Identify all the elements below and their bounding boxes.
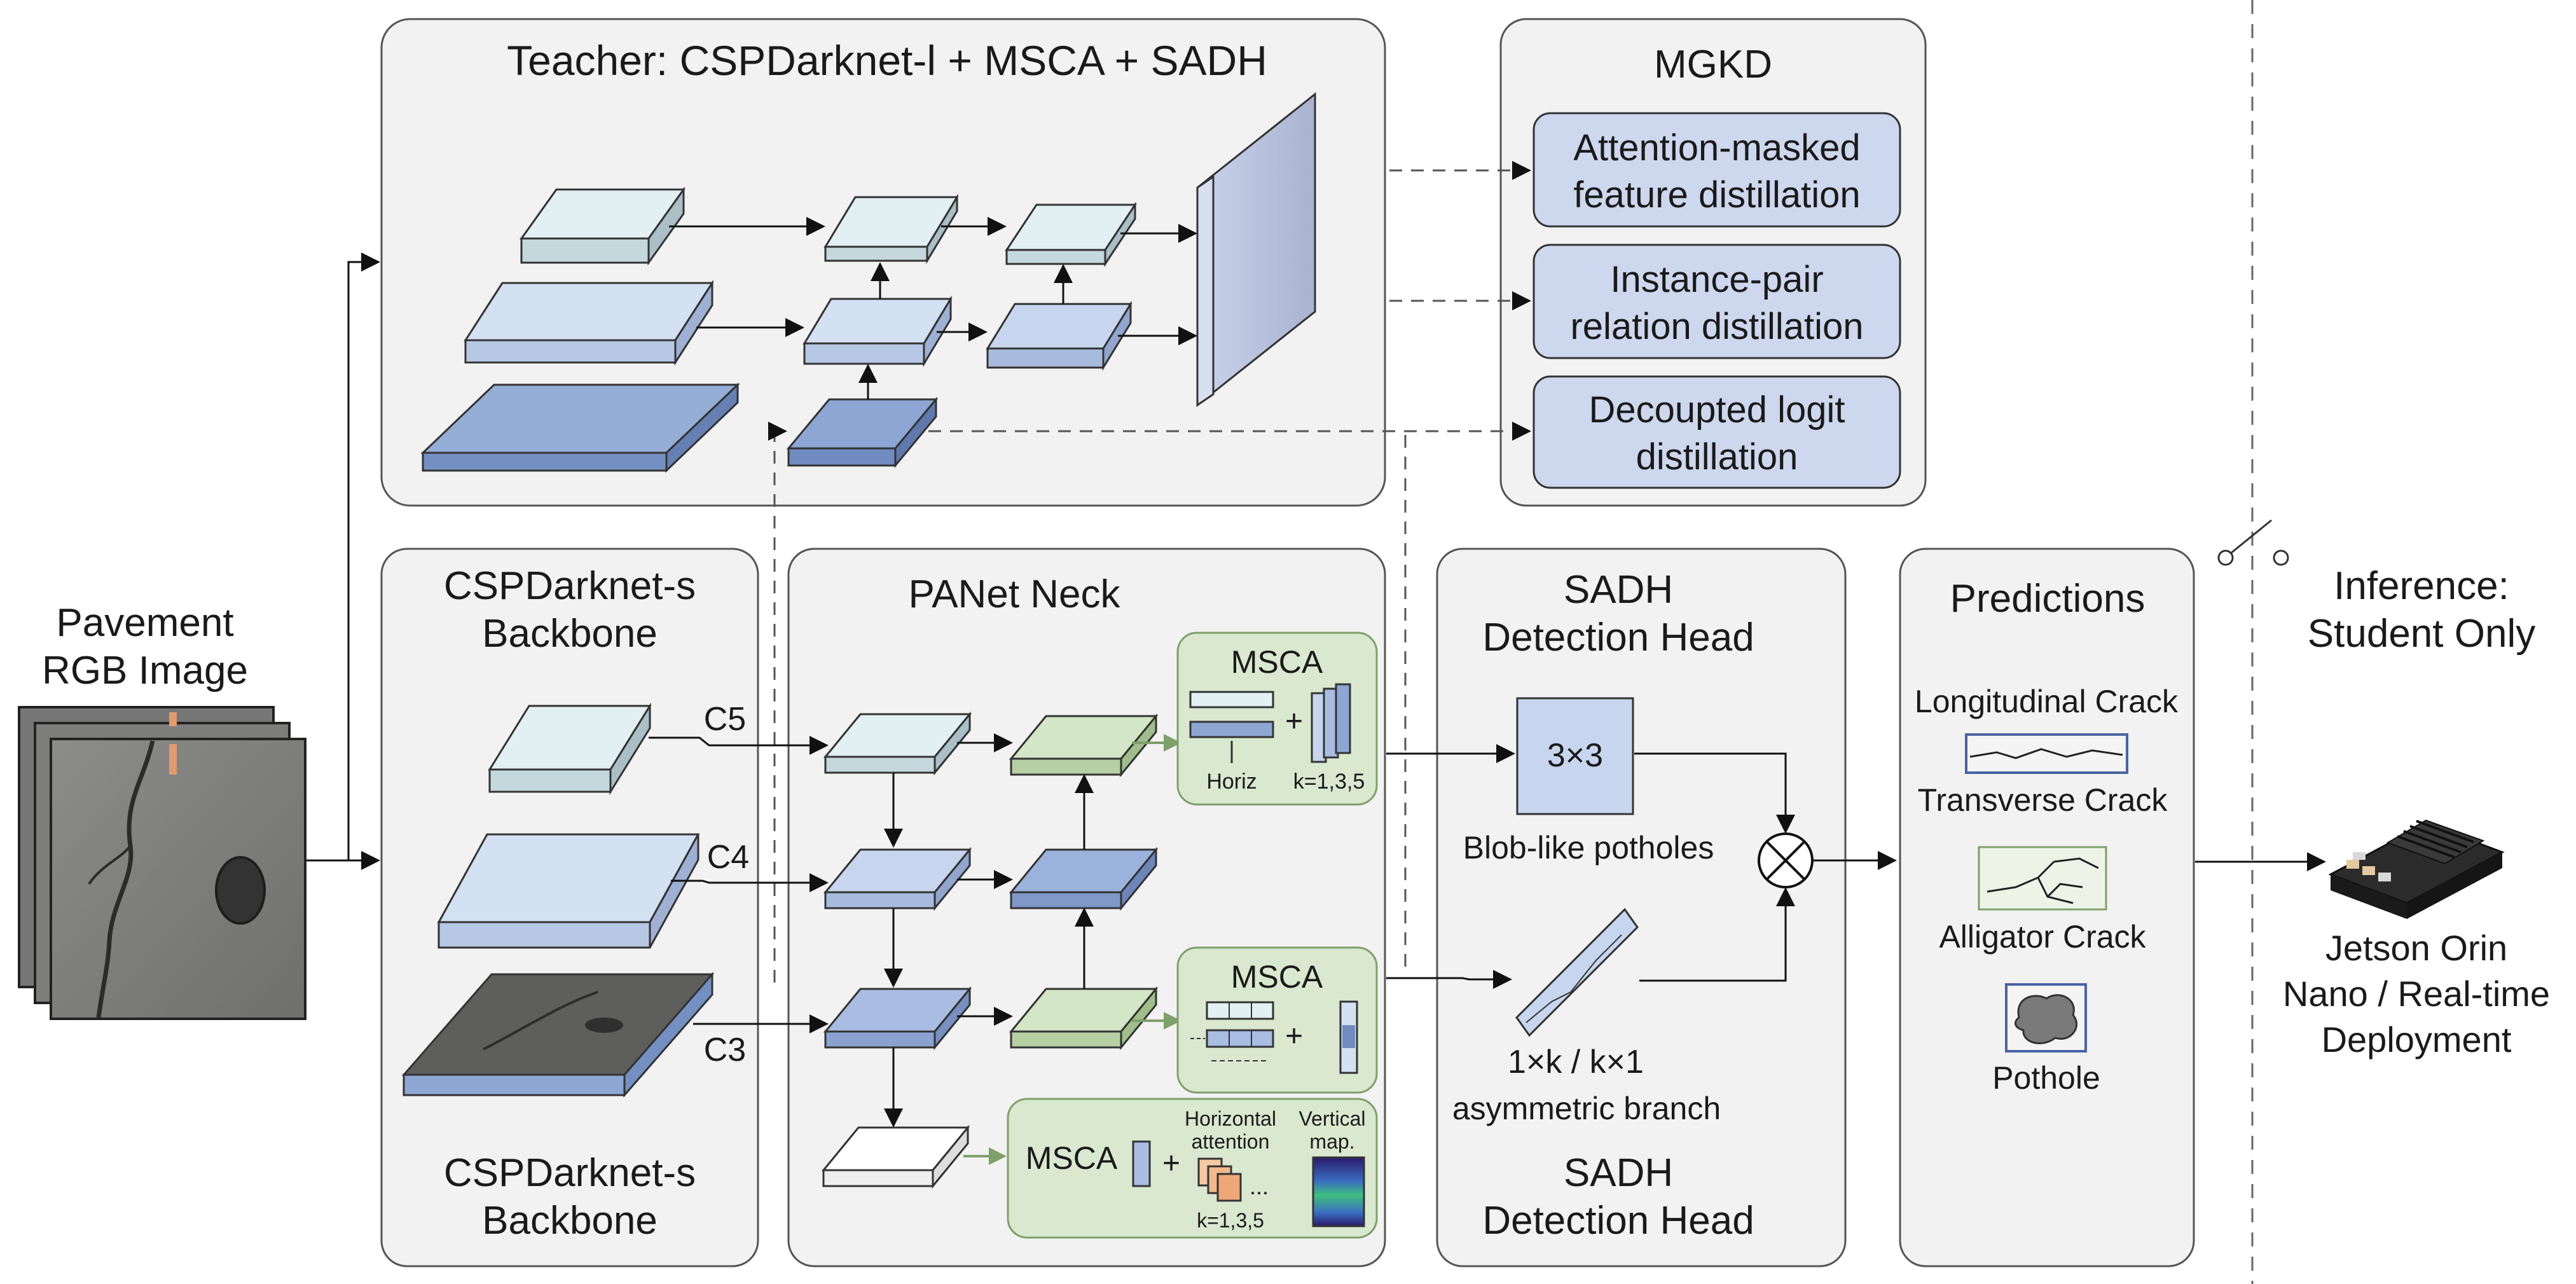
deploy-line2: Nano / Real-time (2283, 974, 2550, 1014)
backbone-title-line2: Backbone (482, 612, 658, 656)
msca-plus: + (1285, 1019, 1303, 1053)
mgkd-item-label: Decoupted logit (1588, 389, 1845, 431)
msca-caption-horiz: Horiz (1206, 770, 1257, 794)
teacher-title: Teacher: CSPDarknet-l + MSCA + SADH (507, 37, 1267, 84)
teacher-arrows (669, 217, 1197, 399)
msca-module-bottom: MSCA + Horizontal attention ... k=1,3,5 … (1007, 1098, 1378, 1239)
deploy-line3: Deployment (2322, 1019, 2512, 1060)
msca-horiz-caption-1: Horizontal (1185, 1107, 1276, 1130)
head-arrows (1634, 752, 1897, 982)
asymmetric-kernel (1515, 908, 1639, 1037)
msca-module-top: MSCA + Horiz k=1,3,5 (1176, 632, 1378, 806)
distillation-links (768, 161, 1531, 983)
level-label-c3: C3 (704, 1032, 746, 1068)
msca-horiz-caption-2: attention (1192, 1130, 1270, 1153)
neck-title: PANet Neck (908, 572, 1120, 616)
msca-plus: + (1162, 1147, 1180, 1180)
backbone-to-neck-arrows (649, 736, 829, 1033)
msca-caption-k: k=1,3,5 (1293, 770, 1365, 794)
head-title-line1: SADH (1564, 568, 1673, 612)
msca-vert-caption-1: Vertical (1299, 1107, 1366, 1130)
jetson-board-icon (2328, 819, 2505, 919)
msca-vert-caption-2: map. (1309, 1130, 1354, 1153)
msca-dots: ... (1250, 1173, 1269, 1199)
predictions-title: Predictions (1950, 577, 2146, 621)
kernel-3x3: 3×3 (1516, 697, 1634, 815)
class-longitudinal: Longitudinal Crack (1915, 684, 2179, 719)
head-footer-line1: SADH (1564, 1151, 1673, 1195)
head-title-line2: Detection Head (1482, 616, 1754, 659)
neck-blocks (821, 711, 1159, 1189)
backbone-blocks (401, 702, 715, 1098)
asym-caption-line1: 1×k / k×1 (1508, 1044, 1644, 1080)
mgkd-item-instance-pair: Instance-pair relation distillation (1533, 244, 1901, 359)
backbone-footer-line2: Backbone (482, 1199, 658, 1243)
class-transverse: Transverse Crack (1918, 782, 2168, 818)
pothole-icon (2005, 983, 2087, 1053)
mgkd-item-attention-masked: Attention-masked feature distillation (1533, 112, 1901, 228)
backbone-title-line1: CSPDarknet-s (444, 564, 696, 608)
fusion-operator (1758, 832, 1814, 888)
neck-to-msca-arrows (963, 734, 1181, 1165)
msca-title: MSCA (1231, 644, 1323, 680)
input-label-line1: Pavement (56, 601, 233, 645)
input-label-line2: RGB Image (42, 649, 248, 693)
mgkd-item-label: distillation (1636, 436, 1798, 478)
inference-line1: Inference: (2334, 564, 2509, 608)
msca-title: MSCA (1231, 959, 1323, 995)
mgkd-item-decoupled-logit: Decoupted logit distillation (1533, 375, 1901, 489)
neck-to-head-arrows (1386, 744, 1515, 989)
backbone-footer-line1: CSPDarknet-s (444, 1151, 696, 1195)
mgkd-item-label: Instance-pair (1610, 259, 1823, 300)
switch-icon (2217, 519, 2289, 566)
longitudinal-crack-icon (1965, 733, 2128, 774)
input-arrows (305, 252, 380, 870)
inference-line2: Student Only (2308, 612, 2535, 656)
vertical-heatmap (1312, 1156, 1365, 1227)
head-footer-line2: Detection Head (1482, 1199, 1754, 1243)
mgkd-item-label: Attention-masked (1573, 127, 1860, 169)
teacher-feature-blocks (420, 92, 1316, 473)
pavement-image-stack (18, 706, 307, 1020)
class-alligator: Alligator Crack (1939, 919, 2146, 955)
msca-plus: + (1285, 705, 1303, 738)
kernel-label: 3×3 (1547, 737, 1603, 774)
level-label-c5: C5 (704, 701, 746, 738)
class-pothole: Pothole (1992, 1060, 2100, 1096)
msca-title: MSCA (1026, 1140, 1118, 1176)
msca-k-caption: k=1,3,5 (1197, 1209, 1264, 1232)
neck-arrows (884, 733, 1094, 1128)
asym-caption-line2: asymmetric branch (1452, 1091, 1721, 1126)
mgkd-item-label: relation distillation (1570, 306, 1863, 347)
blob-caption: Blob-like potholes (1463, 830, 1714, 866)
mgkd-item-label: feature distillation (1573, 174, 1860, 216)
alligator-crack-icon (1978, 846, 2107, 911)
deploy-line1: Jetson Orin (2325, 928, 2507, 968)
mgkd-title: MGKD (1654, 43, 1772, 86)
level-label-c4: C4 (707, 839, 749, 876)
msca-module-mid: MSCA + (1176, 946, 1378, 1094)
